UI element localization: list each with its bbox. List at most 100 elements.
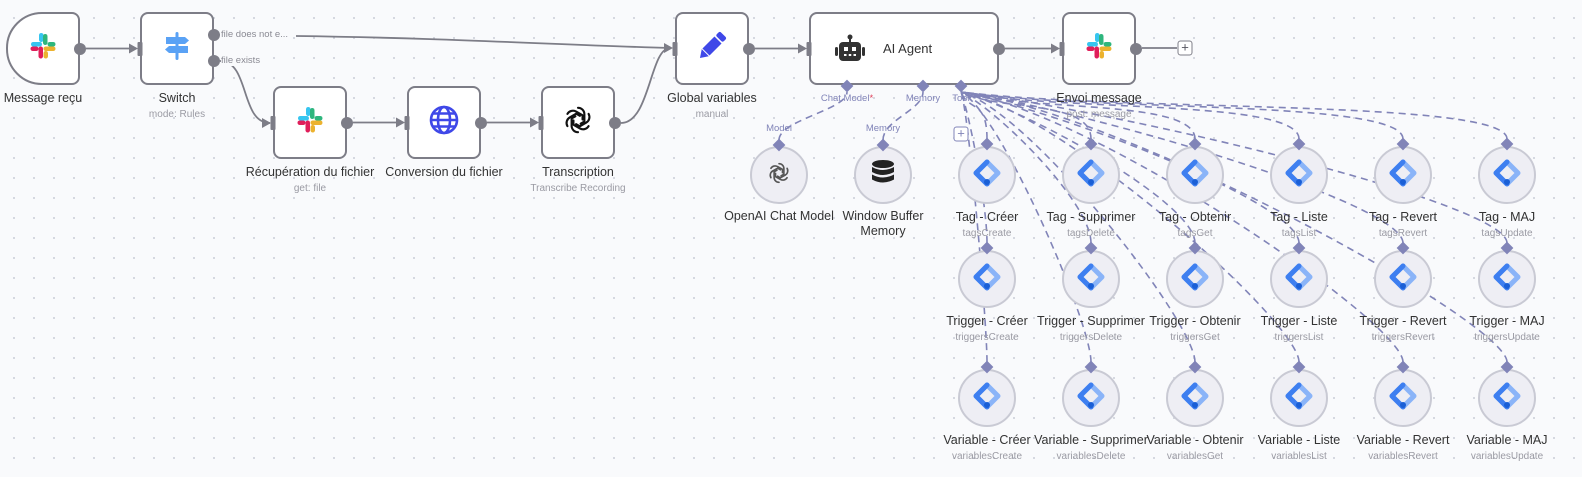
tool-subtitle: tagsDelete	[1067, 228, 1115, 239]
tool-node[interactable]	[1270, 250, 1328, 308]
tool-title: Trigger - MAJ	[1469, 314, 1545, 328]
google-tag-manager-icon	[1181, 382, 1209, 415]
input-port[interactable]	[1059, 41, 1065, 56]
tool-title: Trigger - Revert	[1359, 314, 1447, 328]
tool-node[interactable]	[958, 250, 1016, 308]
tool-title: Variable - Liste	[1257, 433, 1341, 447]
tool-subtitle: triggersList	[1274, 332, 1324, 343]
port-label-text: Chat Model	[820, 93, 870, 104]
agent-port-label: Memory	[906, 93, 940, 104]
pencil-icon	[695, 29, 729, 68]
input-port[interactable]	[538, 115, 544, 130]
subnode-openai[interactable]	[750, 146, 808, 204]
output-port[interactable]	[609, 116, 621, 129]
tool-node[interactable]	[1166, 369, 1224, 427]
node-title: Transcription	[542, 165, 614, 179]
tool-subtitle: tagsList	[1281, 228, 1317, 239]
tool-subtitle: triggersRevert	[1371, 332, 1435, 343]
tool-subtitle: tagsRevert	[1378, 228, 1428, 239]
node-title: Envoi message	[1056, 91, 1142, 105]
slack-icon	[295, 105, 325, 140]
subnode-database[interactable]	[854, 146, 912, 204]
tool-node[interactable]	[958, 369, 1016, 427]
subnode-title: Window Buffer Memory	[842, 209, 924, 238]
tool-title: Tag - Créer	[955, 210, 1019, 224]
input-port[interactable]	[404, 115, 410, 130]
node-subtitle: mode: Rules	[148, 109, 206, 120]
node-conversion[interactable]	[407, 86, 481, 159]
edge-tool-to-agent[interactable]	[960, 91, 1404, 140]
subnode-port-label: Memory	[865, 123, 901, 134]
tool-node[interactable]	[1062, 250, 1120, 308]
edge-switch-no-file-to-global[interactable]	[295, 35, 671, 49]
tool-node[interactable]	[1374, 146, 1432, 204]
tool-node[interactable]	[1166, 250, 1224, 308]
tool-node[interactable]	[1374, 369, 1432, 427]
tool-title: Tag - Revert	[1368, 210, 1438, 224]
edge-switch-file-to-recuperation[interactable]	[219, 60, 271, 124]
tool-node[interactable]	[1270, 146, 1328, 204]
agent-port-label: Tool	[952, 93, 969, 104]
tool-title: Tag - Liste	[1270, 210, 1328, 224]
globe-icon	[428, 104, 460, 141]
output-port[interactable]	[341, 116, 353, 129]
node-recuperation[interactable]	[273, 86, 347, 159]
output-port[interactable]	[74, 42, 86, 55]
port-label-text: Tool	[952, 93, 970, 104]
tool-node[interactable]	[1478, 369, 1536, 427]
switch-output-port[interactable]	[208, 55, 220, 67]
node-message-recu[interactable]	[6, 12, 80, 85]
tool-subtitle: triggersUpdate	[1474, 332, 1540, 343]
switch-output-port[interactable]	[208, 29, 220, 41]
node-envoi-message[interactable]	[1062, 12, 1136, 85]
input-port[interactable]	[137, 41, 143, 56]
node-transcription[interactable]	[541, 86, 615, 159]
node-global-variables[interactable]	[675, 12, 749, 85]
tool-node[interactable]	[1062, 146, 1120, 204]
tool-subtitle: tagsGet	[1177, 228, 1213, 239]
output-port[interactable]	[743, 42, 755, 55]
add-tool-button[interactable]: +	[953, 126, 969, 142]
tool-title: Trigger - Obtenir	[1149, 314, 1241, 328]
edge-tool-to-agent[interactable]	[960, 91, 1508, 140]
google-tag-manager-icon	[1181, 263, 1209, 296]
tool-subtitle: tagsUpdate	[1481, 228, 1533, 239]
google-tag-manager-icon	[1493, 159, 1521, 192]
tool-title: Variable - Créer	[943, 433, 1031, 447]
node-subtitle: manual	[695, 109, 729, 120]
tool-node[interactable]	[1478, 146, 1536, 204]
google-tag-manager-icon	[1389, 382, 1417, 415]
tool-subtitle: variablesRevert	[1368, 451, 1438, 462]
slack-icon	[1084, 31, 1114, 66]
output-port[interactable]	[1130, 42, 1142, 55]
node-title: Récupération du fichier	[245, 165, 375, 179]
input-port[interactable]	[672, 41, 678, 56]
google-tag-manager-icon	[1285, 159, 1313, 192]
tool-node[interactable]	[1478, 250, 1536, 308]
tool-subtitle: variablesList	[1271, 451, 1327, 462]
robot-icon	[833, 32, 867, 66]
tool-node[interactable]	[958, 146, 1016, 204]
tool-node[interactable]	[1062, 369, 1120, 427]
slack-icon	[28, 31, 58, 66]
output-port[interactable]	[993, 42, 1005, 55]
node-title: AI Agent	[883, 41, 933, 56]
tool-subtitle: triggersDelete	[1059, 332, 1123, 343]
port-label-text: Memory	[905, 93, 941, 104]
google-tag-manager-icon	[1181, 159, 1209, 192]
tool-title: Variable - MAJ	[1466, 433, 1548, 447]
node-switch[interactable]	[140, 12, 214, 85]
tool-node[interactable]	[1270, 369, 1328, 427]
subnode-port-label: Model	[766, 123, 792, 134]
node-ai-agent[interactable]: AI Agent	[809, 12, 999, 85]
input-port[interactable]	[270, 115, 276, 130]
required-marker: *	[869, 93, 874, 104]
input-port[interactable]	[806, 41, 812, 56]
tool-node[interactable]	[1166, 146, 1224, 204]
add-node-button[interactable]: +	[1177, 40, 1193, 56]
edge-transcription-to-global[interactable]	[620, 47, 671, 124]
google-tag-manager-icon	[1389, 159, 1417, 192]
tool-node[interactable]	[1374, 250, 1432, 308]
output-port[interactable]	[475, 116, 487, 129]
